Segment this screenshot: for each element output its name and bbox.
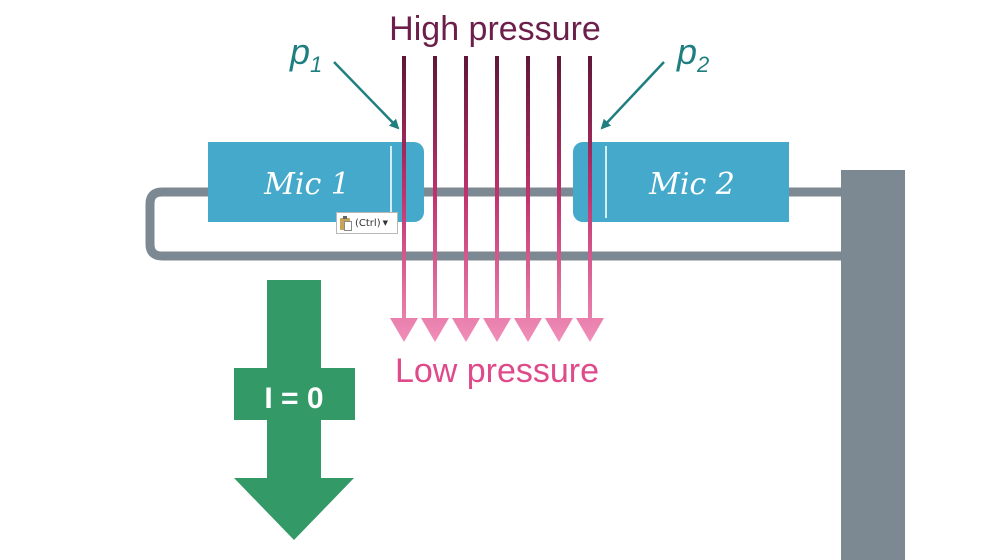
- mic-2-label: Mic 2: [648, 167, 735, 202]
- pressure-arrow-shaft-6: [557, 56, 561, 318]
- p1-label-subscript: 1: [310, 52, 322, 77]
- pressure-arrow-head-7: [576, 318, 604, 342]
- mic-2-body: [573, 142, 789, 222]
- p2-pointer-arrow: [600, 61, 665, 130]
- pressure-arrow-shaft-5: [526, 56, 530, 318]
- intensity-label: I = 0: [264, 382, 323, 415]
- mic-1-body: [208, 142, 424, 222]
- pressure-gradient-arrows: [390, 56, 604, 342]
- mic-1-label: Mic 1: [263, 167, 350, 202]
- pressure-arrow-head-3: [452, 318, 480, 342]
- p1-label-base: p: [289, 31, 310, 72]
- low-pressure-label: Low pressure: [395, 352, 599, 390]
- pressure-arrow-shaft-4: [495, 56, 499, 318]
- pressure-arrow-shaft-1: [402, 56, 406, 318]
- p2-label: p2: [676, 31, 709, 77]
- intensity-label-box: [234, 368, 355, 420]
- mic-holder-bracket: [145, 187, 841, 261]
- paste-options-button[interactable]: (Ctrl) ▼: [336, 212, 398, 234]
- p2-label-subscript: 2: [696, 52, 709, 77]
- mic-1: Mic 1: [208, 142, 424, 222]
- pressure-arrow-head-6: [545, 318, 573, 342]
- intensity-arrow: I = 0: [234, 280, 355, 540]
- high-pressure-label: High pressure: [389, 10, 601, 48]
- stand-pole: [841, 170, 905, 560]
- clipboard-paste-icon: [340, 215, 352, 231]
- pressure-arrow-shaft-2: [433, 56, 437, 318]
- p2-label-base: p: [676, 31, 697, 72]
- p1-pointer-arrow: [333, 61, 400, 130]
- pressure-arrow-head-5: [514, 318, 542, 342]
- mic-2: Mic 2: [573, 142, 789, 222]
- pressure-arrow-shaft-3: [464, 56, 468, 318]
- pressure-arrow-shaft-7: [588, 56, 592, 318]
- pressure-arrow-head-1: [390, 318, 418, 342]
- paste-options-label: (Ctrl): [355, 217, 381, 229]
- pressure-arrow-head-2: [421, 318, 449, 342]
- chevron-down-icon: ▼: [382, 219, 388, 227]
- pressure-arrow-head-4: [483, 318, 511, 342]
- p1-label: p1: [289, 31, 322, 77]
